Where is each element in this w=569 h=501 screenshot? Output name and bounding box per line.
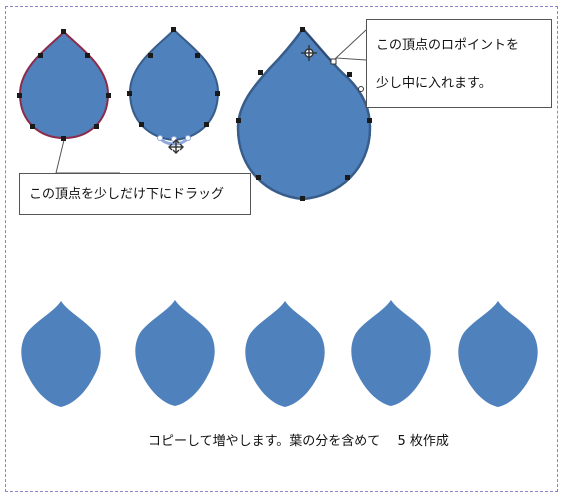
callout-control-point: この頂点のロポイントを 少し中に入れます。 bbox=[366, 19, 552, 108]
petal-step-2[interactable] bbox=[127, 27, 220, 154]
callout-control-point-line2: 少し中に入れます。 bbox=[376, 76, 492, 91]
move-cursor-icon bbox=[301, 45, 317, 61]
petal-step-3[interactable] bbox=[236, 27, 372, 201]
finished-petal bbox=[458, 301, 538, 407]
finished-petal bbox=[21, 301, 101, 407]
finished-petal bbox=[351, 300, 431, 406]
finished-petal bbox=[245, 301, 325, 407]
callout-1-pointer bbox=[55, 139, 120, 174]
callout-drag-down: この頂点を少しだけ下にドラッグ bbox=[19, 173, 251, 215]
control-point-handles[interactable] bbox=[330, 58, 364, 92]
finished-petal bbox=[135, 300, 215, 406]
petal-2-vertex-handles[interactable] bbox=[127, 27, 220, 127]
callout-control-point-line1: この頂点のロポイントを bbox=[376, 38, 520, 53]
finished-petals-row bbox=[21, 300, 538, 407]
petal-1-vertex-handles[interactable] bbox=[17, 29, 111, 141]
callout-drag-down-text: この頂点を少しだけ下にドラッグ bbox=[29, 187, 225, 202]
move-cursor-icon bbox=[168, 139, 184, 154]
bottom-caption: コピーして増やします。葉の分を含めて 5 枚作成 bbox=[148, 434, 449, 449]
petal-step-1[interactable] bbox=[17, 29, 111, 141]
petal-3-vertex-handles[interactable] bbox=[236, 27, 372, 201]
callout-2-pointer bbox=[334, 29, 367, 61]
dashed-frame bbox=[5, 6, 558, 492]
